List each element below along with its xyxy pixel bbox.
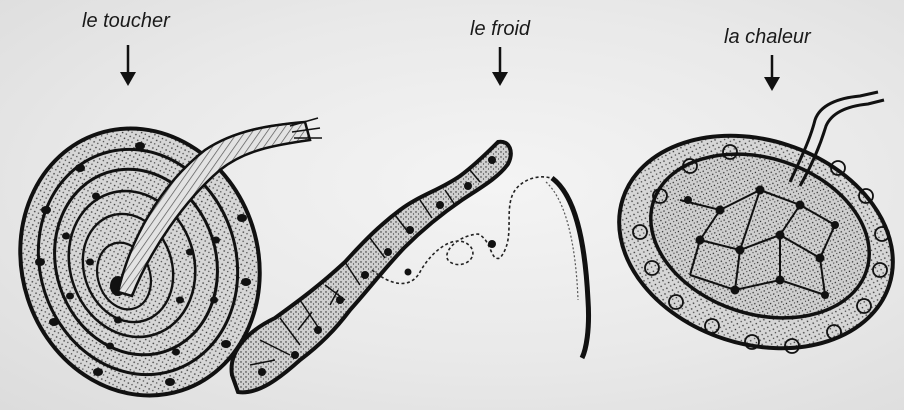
heat-receptor	[591, 92, 904, 382]
heat-arrow	[764, 55, 780, 91]
cold-receptor	[232, 142, 589, 393]
touch-arrow	[120, 45, 136, 86]
cold-arrow	[492, 47, 508, 86]
